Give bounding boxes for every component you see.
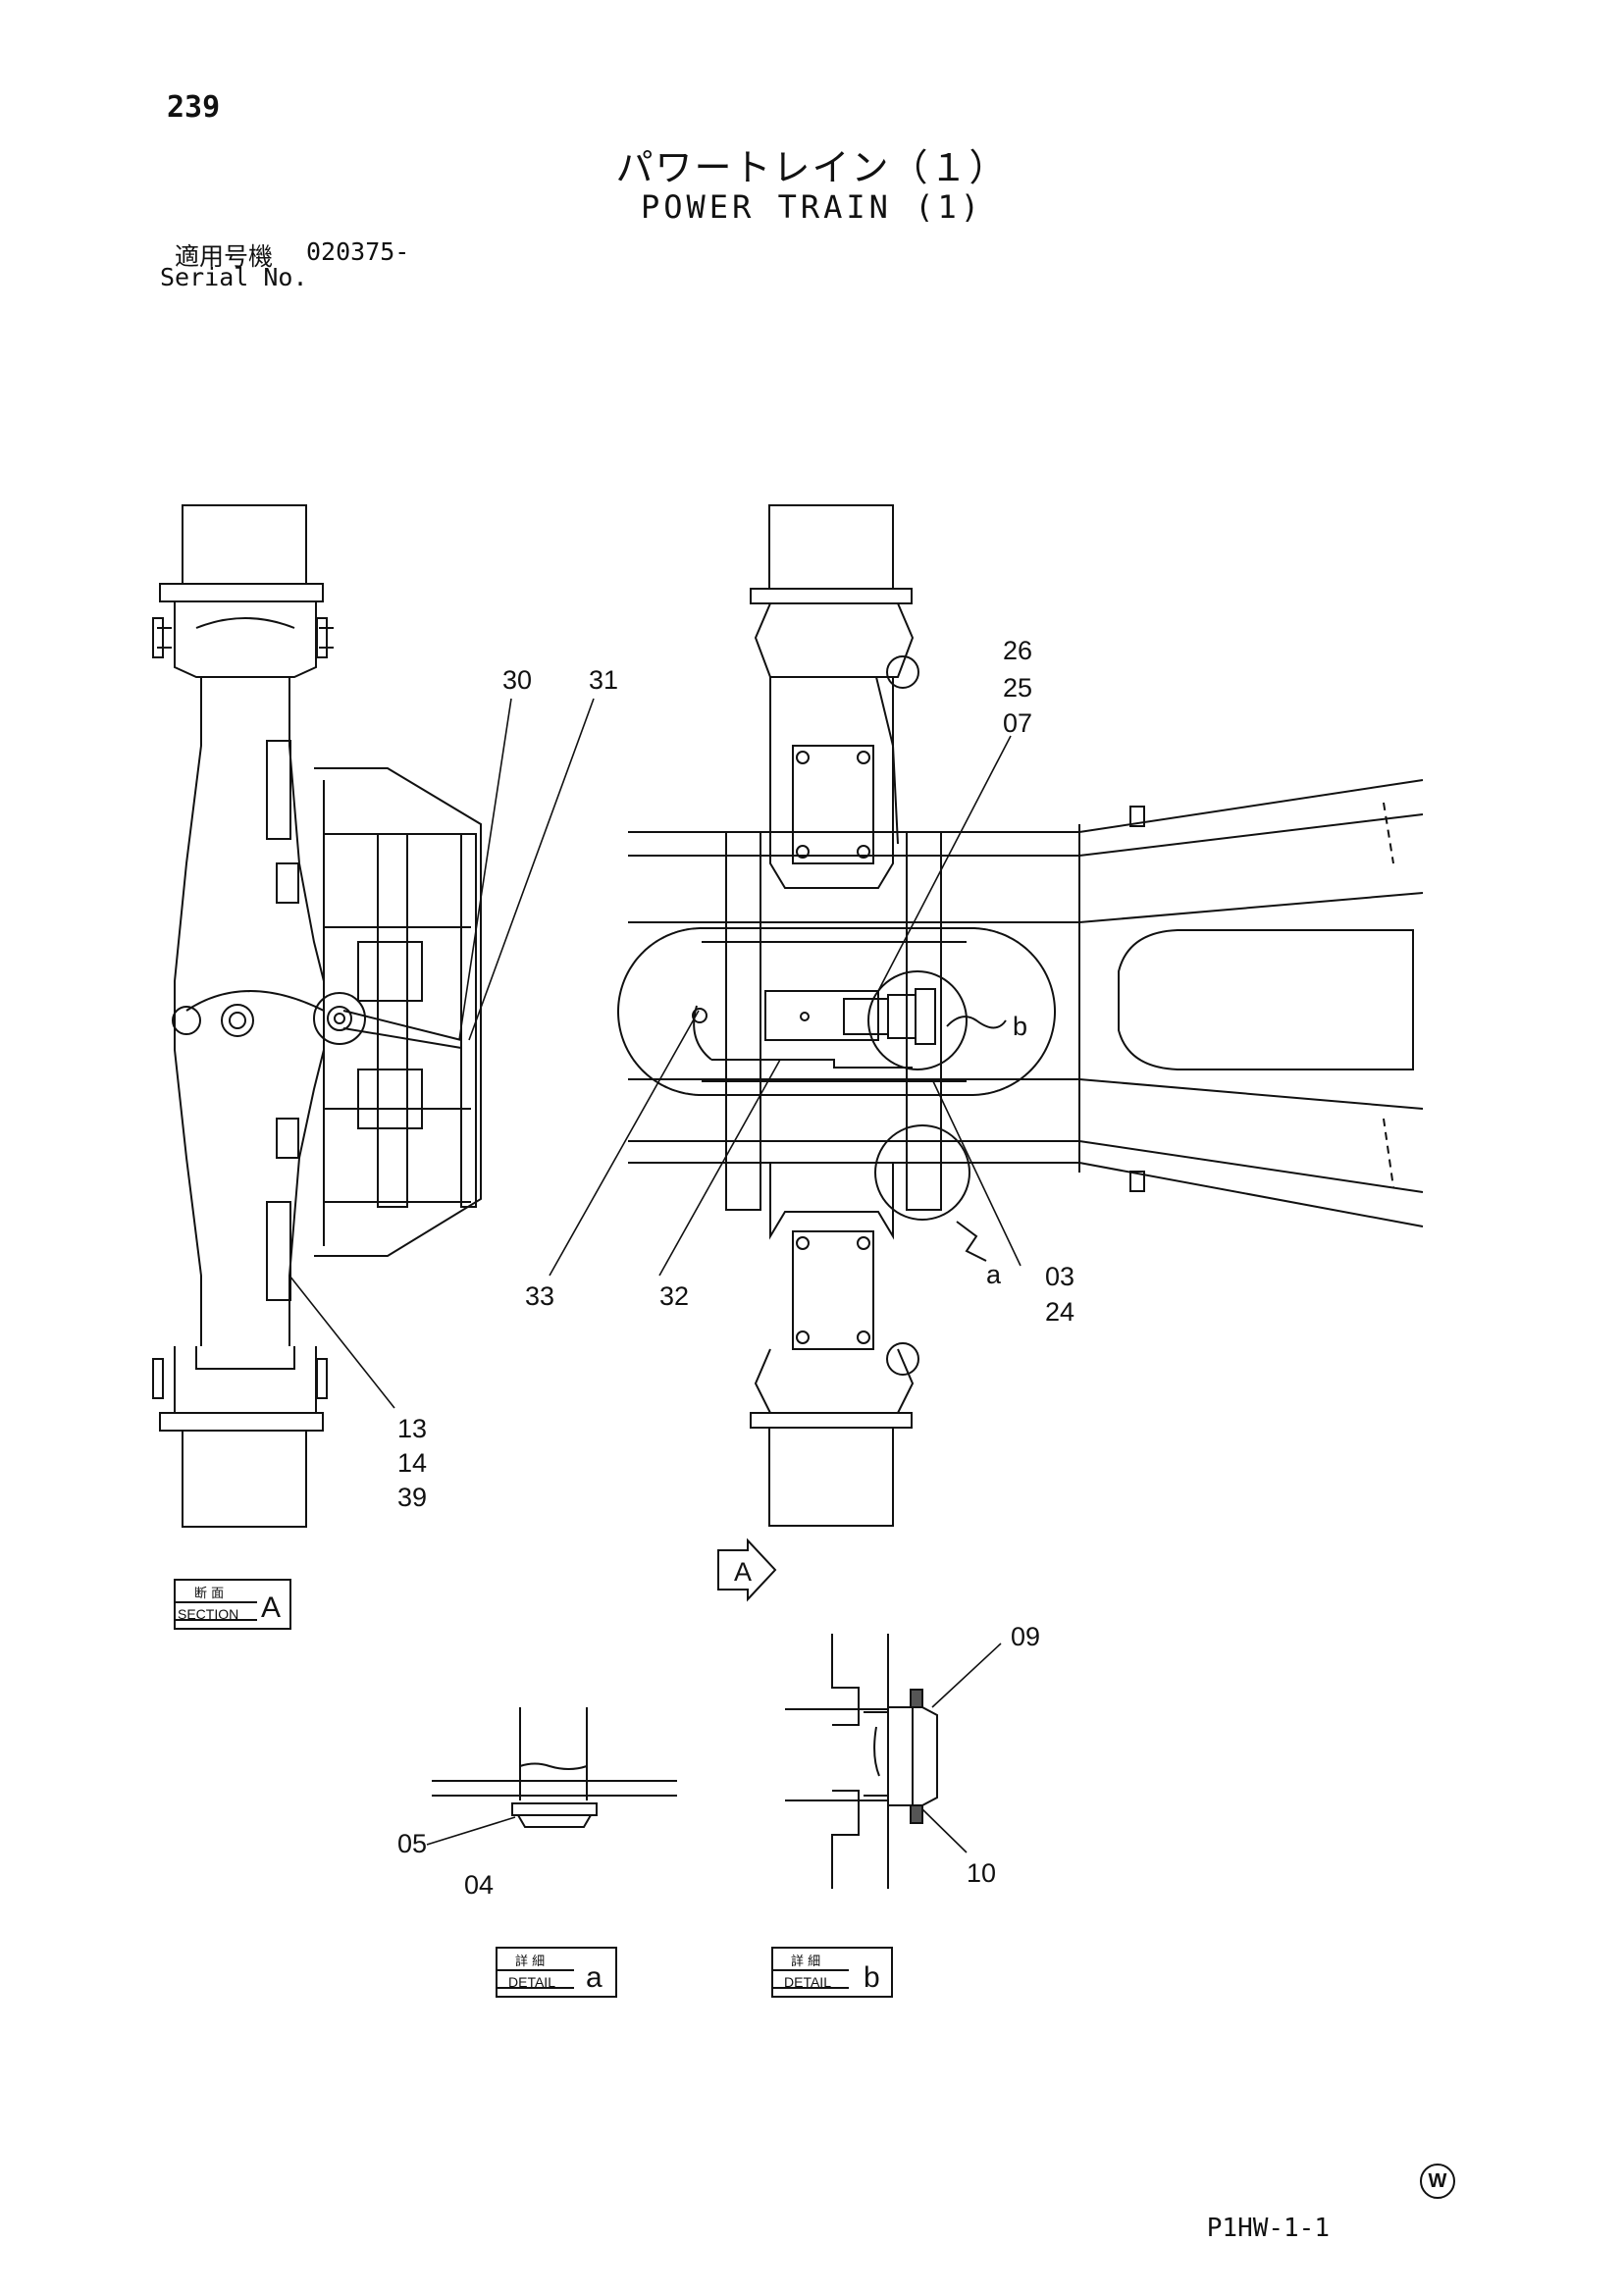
serial-label-english: Serial No. — [160, 263, 308, 291]
detail-b-tag: 詳 細 DETAIL b — [771, 1947, 893, 1998]
callout-03: 03 — [1045, 1262, 1074, 1291]
callout-07: 07 — [1003, 708, 1032, 738]
callout-24: 24 — [1045, 1297, 1074, 1327]
detail-a-tag: 詳 細 DETAIL a — [496, 1947, 617, 1998]
serial-label-japanese: 適用号機 — [175, 242, 274, 271]
page-number: 239 — [167, 90, 221, 125]
view-arrow-a: A — [717, 1538, 777, 1602]
callout-04: 04 — [464, 1870, 494, 1900]
view-arrow-label: A — [734, 1557, 752, 1587]
callout-33: 33 — [525, 1281, 554, 1311]
svg-text:SECTION: SECTION — [178, 1606, 238, 1622]
svg-text:DETAIL: DETAIL — [508, 1974, 555, 1990]
svg-text:b: b — [864, 1961, 880, 1994]
callout-09: 09 — [1011, 1622, 1040, 1651]
detail-b-drawing — [785, 1634, 938, 1889]
detail-a-marker: a — [986, 1260, 1002, 1289]
title-japanese: パワートレイン（１） — [615, 146, 1009, 189]
section-a-axle-view — [152, 504, 482, 1528]
callout-13: 13 — [397, 1414, 427, 1443]
drawing-code: P1HW-1-1 — [1206, 2214, 1330, 2243]
title-english: POWER TRAIN (1) — [641, 188, 983, 226]
callout-31: 31 — [589, 665, 618, 695]
svg-text:DETAIL: DETAIL — [784, 1974, 831, 1990]
plan-view — [617, 504, 1424, 1527]
serial-number-value: 020375- — [306, 237, 410, 266]
section-a-tag: 断 面 SECTION A — [174, 1579, 291, 1630]
callout-14: 14 — [397, 1448, 427, 1478]
svg-text:a: a — [586, 1961, 602, 1994]
leader-lines — [288, 698, 1022, 1853]
svg-text:詳 細: 詳 細 — [791, 1954, 820, 1969]
detail-a-drawing — [432, 1707, 677, 1828]
detail-b-marker: b — [1013, 1012, 1027, 1041]
callout-30: 30 — [502, 665, 532, 695]
svg-text:断 面: 断 面 — [194, 1587, 224, 1601]
svg-text:詳 細: 詳 細 — [515, 1954, 545, 1969]
callout-labels: 30 31 26 25 07 33 32 03 24 13 14 39 09 1… — [397, 636, 1074, 1900]
callout-26: 26 — [1003, 636, 1032, 665]
callout-05: 05 — [397, 1829, 427, 1858]
callout-32: 32 — [659, 1281, 689, 1311]
callout-25: 25 — [1003, 673, 1032, 703]
callout-10: 10 — [967, 1858, 996, 1888]
callout-39: 39 — [397, 1483, 427, 1512]
svg-text:A: A — [261, 1591, 281, 1624]
circled-w-mark: W — [1420, 2164, 1455, 2199]
